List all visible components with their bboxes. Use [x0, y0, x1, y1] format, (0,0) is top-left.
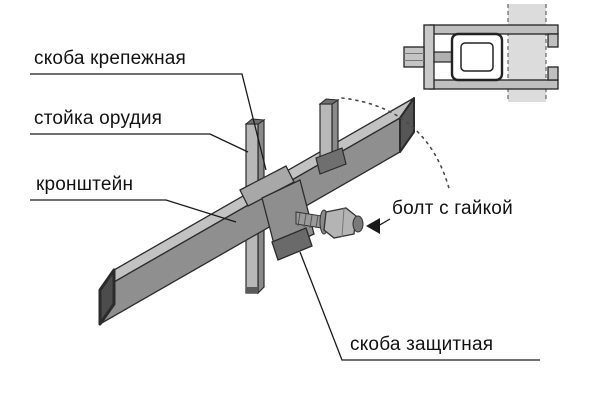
label-protective-clamp: скоба защитная — [350, 334, 494, 355]
raised-post-front-face — [319, 103, 333, 159]
inset-clamp-top-hook — [547, 33, 559, 48]
bolt-arrowhead-icon — [366, 218, 380, 234]
raised-post-strap — [315, 147, 347, 175]
tool-post-bottom-end — [246, 287, 258, 293]
inset-bolt-head — [403, 46, 425, 68]
raised-post-top-cap — [318, 98, 340, 105]
protective-clamp-strap — [271, 227, 313, 261]
inset-clamp-top-bar — [429, 24, 559, 35]
inset-clamp-left-bar — [423, 24, 435, 90]
inset-clamp-bottom-bar — [429, 79, 559, 90]
beam-left-end-cap — [98, 268, 116, 326]
label-bolt-with-nut: болт с гайкой — [392, 198, 513, 219]
inset-bolt-shaft — [433, 51, 453, 63]
label-tool-post: стойка орудия — [34, 108, 163, 129]
bolt-threads — [297, 212, 319, 229]
bolt-nut-facet — [341, 207, 345, 238]
inset-clamp-bottom-hook — [547, 66, 559, 81]
bolt-nut — [323, 207, 357, 239]
leader-bracket — [30, 199, 237, 223]
leader-fastening-clamp — [30, 73, 267, 171]
leader-tool-post — [30, 133, 249, 153]
label-fastening-clamp: скоба крепежная — [34, 48, 187, 69]
leader-protective-clamp — [299, 251, 540, 361]
inset-beam-inner-wall — [460, 42, 494, 72]
label-bracket: кронштейн — [36, 174, 134, 195]
bolt-tip — [352, 215, 364, 233]
inset-section-view — [403, 4, 559, 102]
beam-right-end-cap — [399, 97, 415, 153]
fastening-clamp-plate — [239, 165, 295, 207]
leader-lines — [30, 73, 540, 361]
rotation-arc — [341, 97, 451, 193]
main-assembly — [98, 97, 451, 326]
